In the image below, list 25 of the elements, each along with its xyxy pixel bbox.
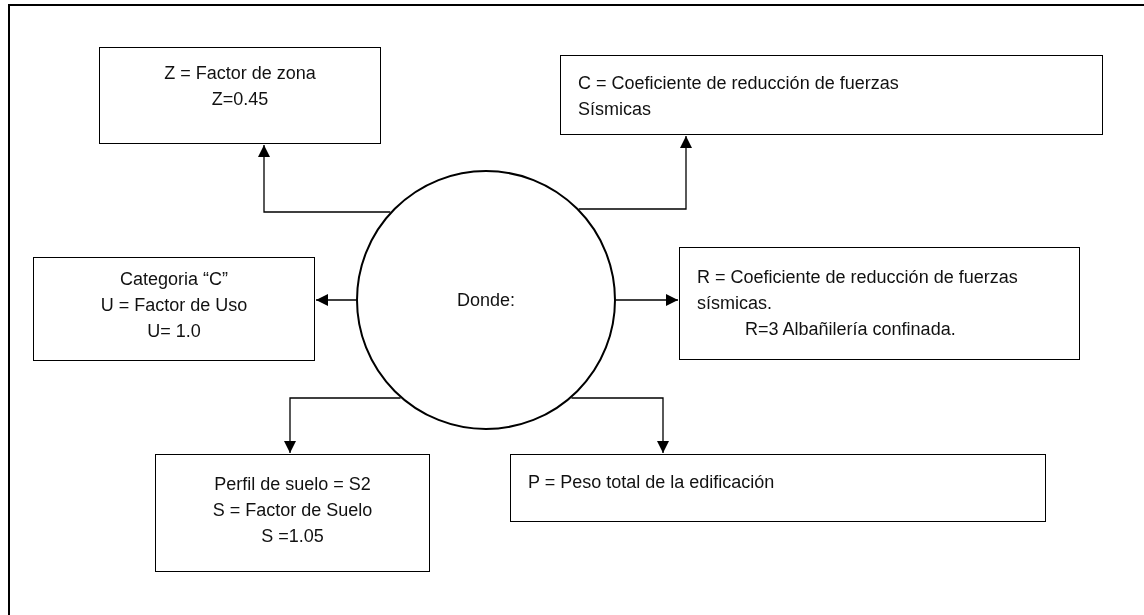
arrow (315, 294, 357, 306)
definition-text: R=3 Albañilería confinada. (744, 318, 957, 341)
arrow (615, 294, 679, 306)
arrow (578, 135, 692, 210)
definition-text: S =1.05 (261, 525, 324, 548)
circle-label: Donde: (456, 289, 515, 312)
definition-text: Z = Factor de zona (164, 62, 316, 85)
arrow (258, 144, 391, 213)
definition-text: C = Coeficiente de reducción de fuerzas Sísmicas (578, 72, 900, 121)
definition-box (99, 47, 381, 144)
definition-box (679, 247, 1080, 360)
definition-box (510, 454, 1046, 522)
definition-text: P = Peso total de la edificación (528, 471, 776, 494)
definition-text: Categoria “C” (119, 268, 228, 291)
arrow (570, 397, 669, 454)
definition-text: U = Factor de Uso (100, 294, 248, 317)
definition-box (560, 55, 1103, 135)
definition-text: S = Factor de Suelo (212, 499, 373, 522)
definition-text: Perfil de suelo = S2 (214, 473, 371, 496)
definition-box (155, 454, 430, 572)
arrow (284, 397, 402, 454)
definition-text: U= 1.0 (147, 320, 201, 343)
definition-text: R = Coeficiente de reducción de fuerzas sísmicas. (697, 266, 1019, 315)
definition-text: Z=0.45 (211, 88, 269, 111)
definition-box (33, 257, 315, 361)
